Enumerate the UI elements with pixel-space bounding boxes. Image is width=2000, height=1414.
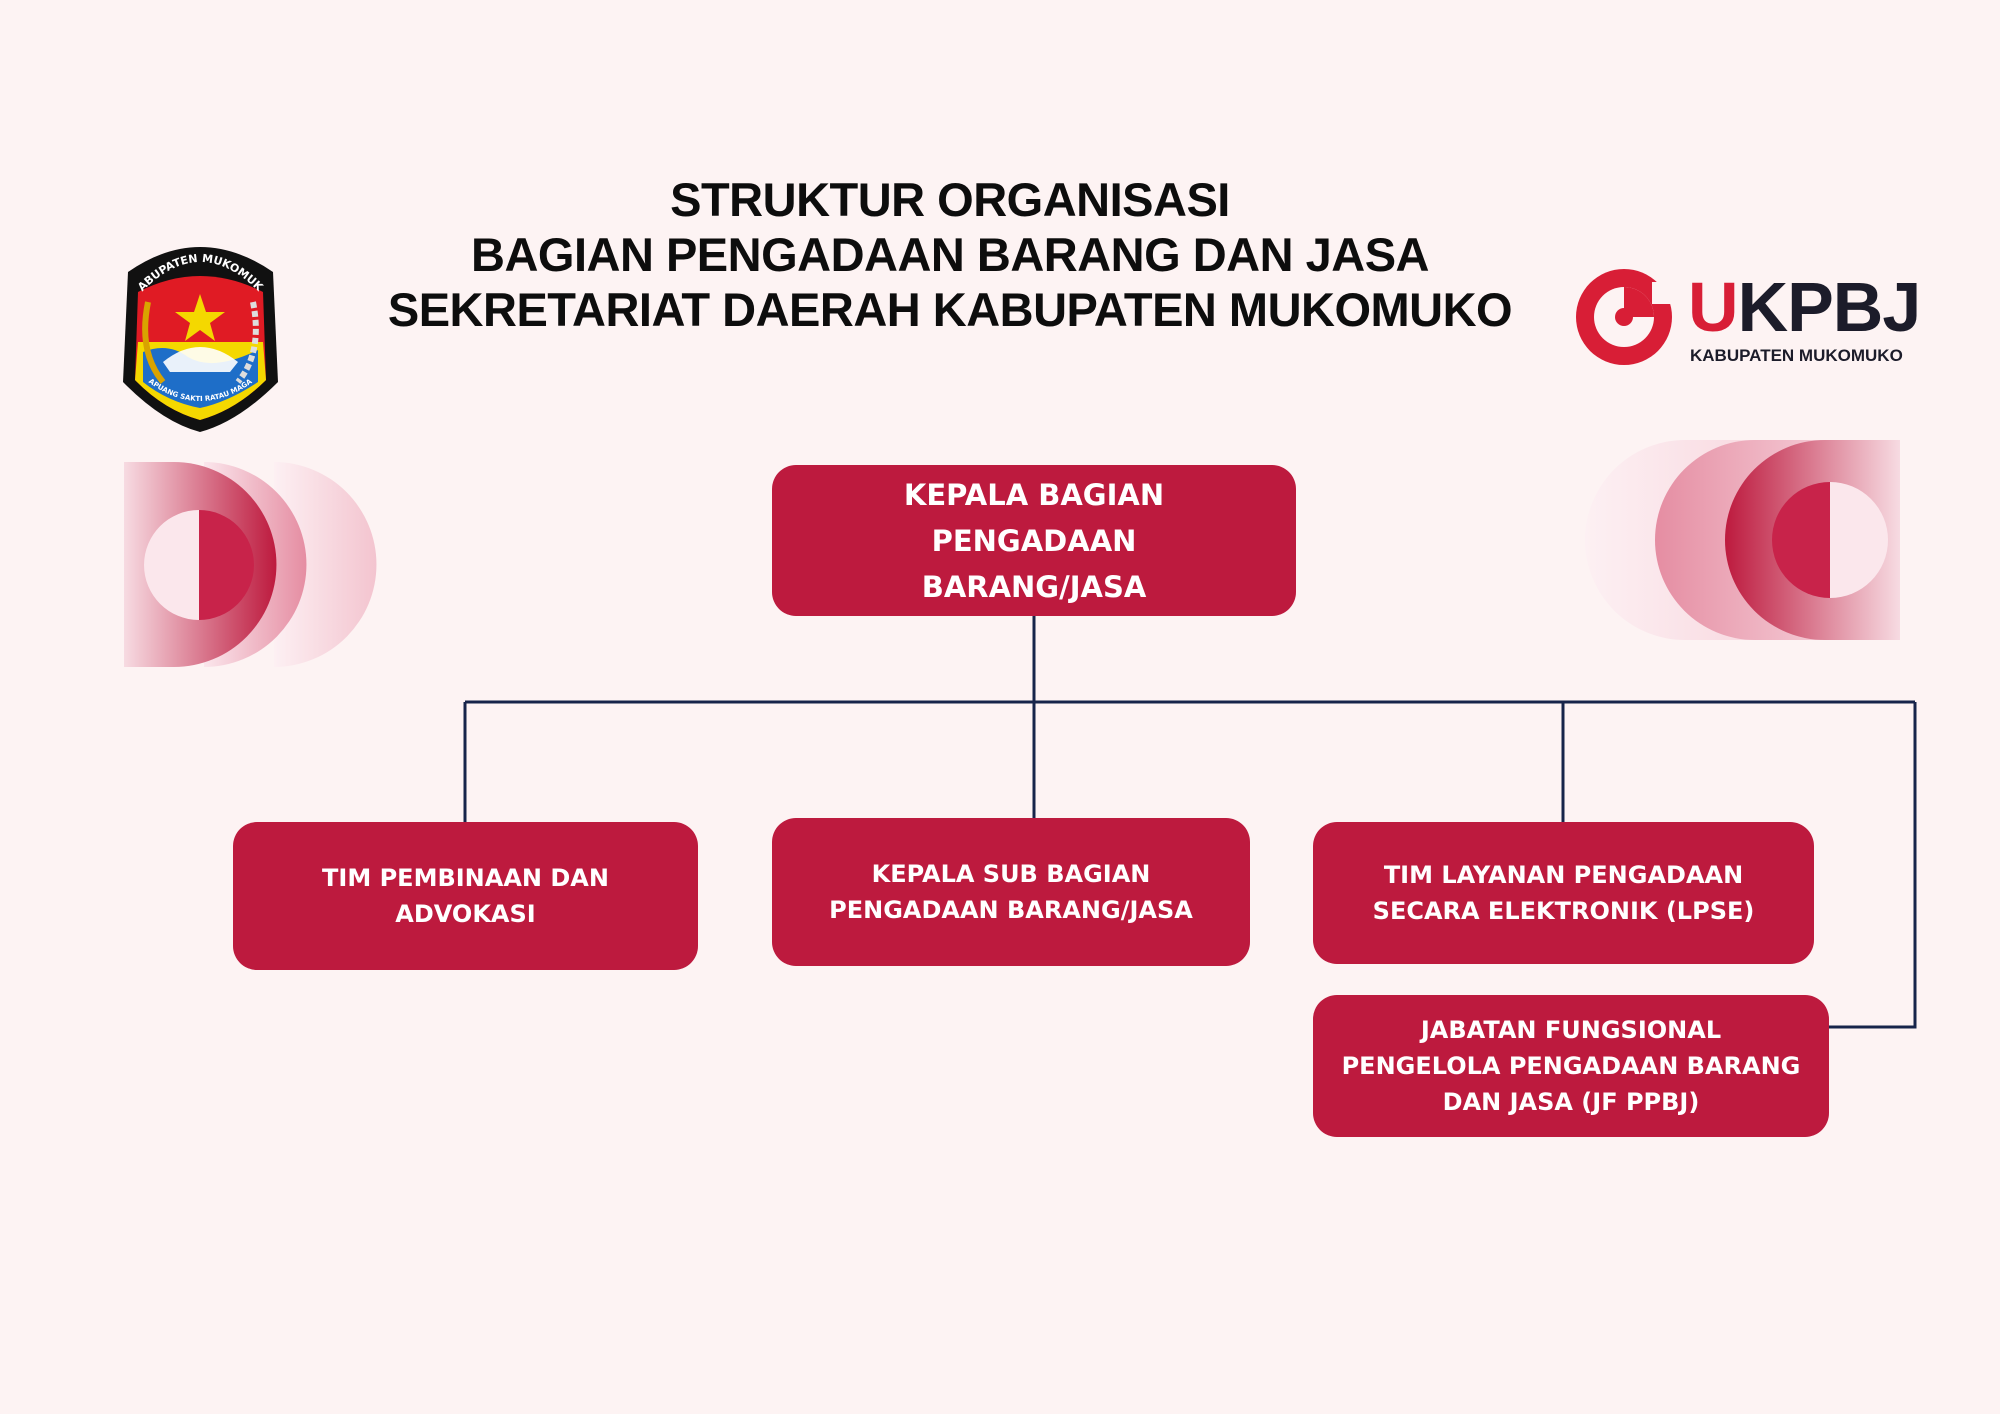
box-tim-lpse: TIM LAYANAN PENGADAAN SECARA ELEKTRONIK … — [1313, 822, 1814, 964]
box-tim-pembinaan-advokasi: TIM PEMBINAAN DAN ADVOKASI — [233, 822, 698, 970]
connector-to-jf — [1829, 702, 1917, 1029]
page-title: STRUKTUR ORGANISASI BAGIAN PENGADAAN BAR… — [340, 172, 1560, 337]
title-line-2: BAGIAN PENGADAAN BARANG DAN JASA — [471, 228, 1430, 281]
box-jf-ppbj: JABATAN FUNGSIONAL PENGELOLA PENGADAAN B… — [1313, 995, 1829, 1137]
box-kepala-sub-bagian: KEPALA SUB BAGIAN PENGADAAN BARANG/JASA — [772, 818, 1250, 966]
box-kepala-bagian: KEPALA BAGIAN PENGADAAN BARANG/JASA — [772, 465, 1296, 616]
ukpbj-logo-icon: UKPBJ KABUPATEN MUKOMUKO — [1572, 262, 1921, 374]
title-line-1: STRUKTUR ORGANISASI — [670, 173, 1230, 226]
decorative-circles-left — [124, 462, 444, 667]
ukpbj-subtitle: KABUPATEN MUKOMUKO — [1690, 346, 1903, 365]
decorative-circles-right — [1585, 440, 1900, 640]
title-line-3: SEKRETARIAT DAERAH KABUPATEN MUKOMUKO — [387, 283, 1513, 336]
ukpbj-brand: UKPBJ — [1688, 268, 1921, 346]
